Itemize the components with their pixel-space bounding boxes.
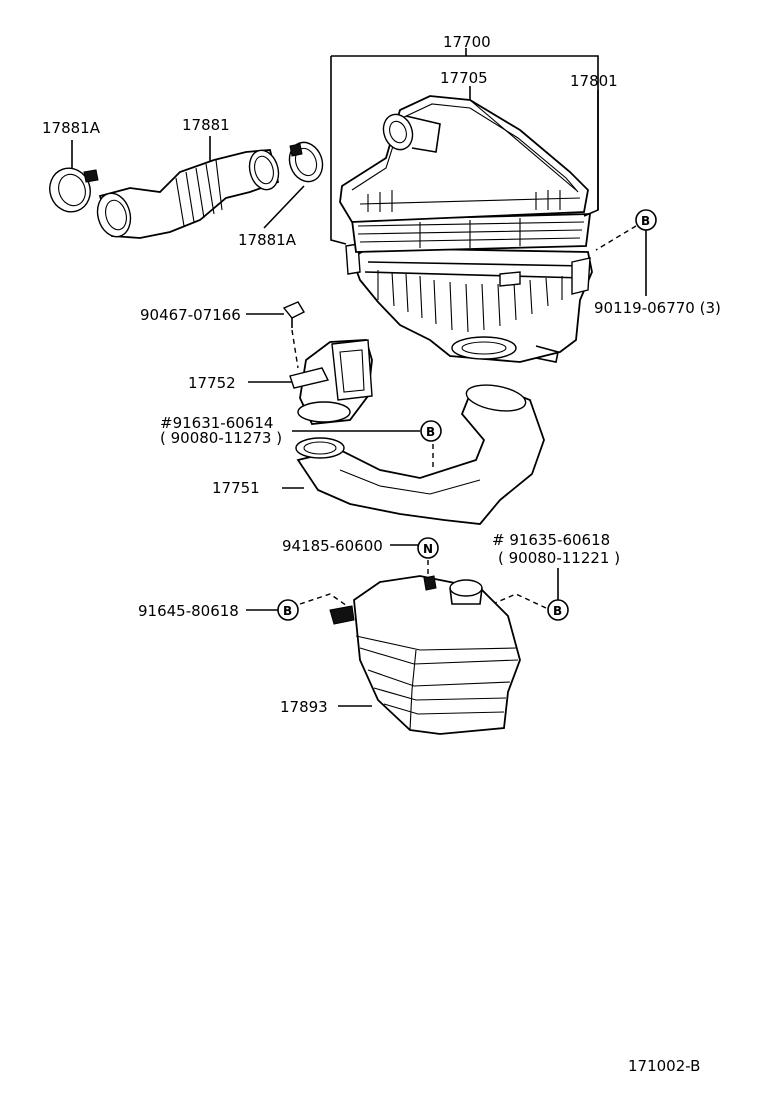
- clamp-left: [49, 167, 99, 213]
- marker-b-cleaner: B: [635, 209, 657, 231]
- callout-17881: 17881: [182, 116, 230, 134]
- callout-17801: 17801: [570, 72, 618, 90]
- callout-17752: 17752: [188, 374, 236, 392]
- callout-17700: 17700: [443, 33, 491, 51]
- callout-91631-60614: #91631-60614: [160, 414, 273, 432]
- clamp-right: [288, 141, 324, 183]
- leader-17881A-right: [263, 185, 305, 229]
- resonator-part: [329, 575, 521, 735]
- callout-90080-11273: ( 90080-11273 ): [160, 429, 282, 447]
- diagram-number: 171002-B: [628, 1057, 700, 1075]
- callout-17881A-left: 17881A: [42, 119, 101, 137]
- svg-text:B: B: [426, 425, 435, 439]
- callout-17881A-right: 17881A: [238, 231, 297, 249]
- screw-part: [282, 301, 305, 328]
- dashed-90467: [291, 329, 299, 369]
- marker-b-resonator-right: B: [547, 599, 569, 621]
- svg-text:B: B: [553, 604, 562, 618]
- duct-part: [295, 384, 545, 525]
- dashed-b-resonator-right: [487, 593, 547, 609]
- dashed-b-cleaner: [595, 225, 637, 251]
- callout-91635-60618: # 91635-60618: [492, 531, 610, 549]
- marker-b-resonator-left: B: [277, 599, 299, 621]
- callout-lines-upper: [330, 48, 599, 245]
- callout-17751: 17751: [212, 479, 260, 497]
- callout-17893: 17893: [280, 698, 328, 716]
- svg-text:B: B: [641, 214, 650, 228]
- dashed-b-resonator-left: [299, 593, 351, 609]
- callout-90467-07166: 90467-07166: [140, 306, 241, 324]
- air-cleaner-assembly: [339, 95, 593, 363]
- svg-text:N: N: [423, 542, 433, 556]
- marker-b-duct: B: [420, 420, 442, 442]
- callout-94185-60600: 94185-60600: [282, 537, 383, 555]
- callout-90119-06770: 90119-06770 (3): [594, 299, 721, 317]
- marker-n: N: [417, 537, 439, 559]
- callout-91645-80618: 91645-80618: [138, 602, 239, 620]
- callout-90080-11221: ( 90080-11221 ): [498, 549, 620, 567]
- svg-text:B: B: [283, 604, 292, 618]
- callout-17705: 17705: [440, 69, 488, 87]
- inlet-part: [289, 339, 373, 425]
- hose-17881: [96, 149, 280, 239]
